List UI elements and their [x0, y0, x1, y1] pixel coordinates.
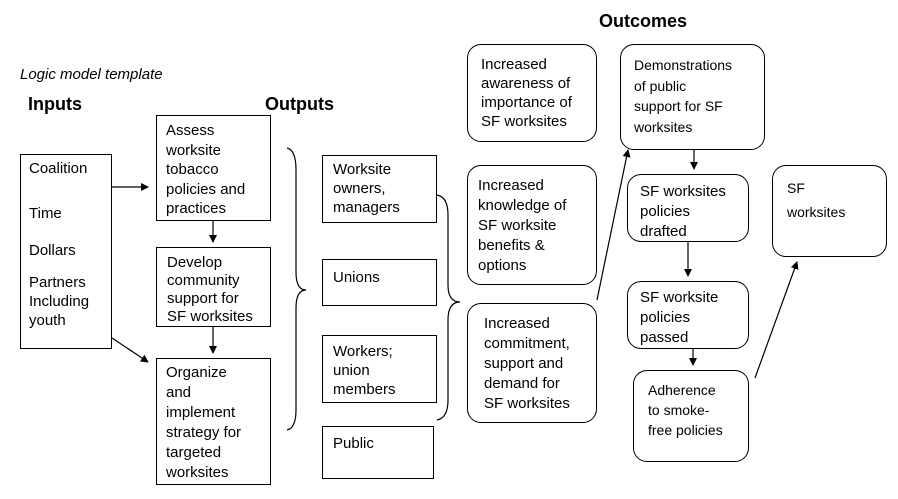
input-partners: Partners Including youth	[29, 274, 90, 329]
outcome-demonstrations-box: Demonstrations of public support for SF …	[620, 44, 765, 150]
audience-public-box: Public	[322, 426, 434, 479]
outputs-heading: Outputs	[265, 94, 334, 114]
audiences-brace	[436, 194, 461, 421]
audience-owners-box: Worksite owners, managers	[322, 155, 437, 223]
outcome-drafted-box: SF worksites policies drafted	[627, 174, 749, 242]
outcome-adherence-text: Adherence to smoke- free policies	[648, 382, 723, 438]
arrow-adherence-to-sf-worksites	[754, 261, 799, 379]
audience-unions-text: Unions	[333, 269, 380, 286]
outcomes-heading: Outcomes	[599, 11, 688, 31]
activities-brace	[286, 147, 307, 431]
outcome-passed-text: SF worksite policies passed	[640, 289, 719, 346]
activity-organize-text: Organize and implement strategy for targ…	[166, 364, 242, 481]
outcome-sf-worksites-text: SF worksites	[787, 180, 846, 220]
arrow-inputs-to-organize	[111, 337, 149, 363]
arrow-commitment-to-demonstrations	[596, 149, 631, 301]
activity-organize-box: Organize and implement strategy for targ…	[156, 358, 271, 485]
outcome-passed-box: SF worksite policies passed	[627, 281, 749, 349]
audience-owners-text: Worksite owners, managers	[333, 161, 400, 216]
audience-unions-box: Unions	[322, 259, 437, 306]
outcome-knowledge-box: Increased knowledge of SF worksite benef…	[467, 165, 597, 285]
activity-develop-text: Develop community support for SF worksit…	[167, 254, 253, 325]
inputs-box: Coalition Time Dollars Partners Includin…	[20, 154, 112, 349]
audience-workers-text: Workers; union members	[333, 343, 396, 398]
outcome-awareness-box: Increased awareness of importance of SF …	[467, 44, 597, 142]
activity-assess-text: Assess worksite tobacco policies and pra…	[166, 122, 246, 217]
outcome-commitment-text: Increased commitment, support and demand…	[484, 315, 570, 412]
outcome-awareness-text: Increased awareness of importance of SF …	[481, 56, 572, 130]
input-coalition: Coalition	[29, 160, 88, 177]
inputs-heading: Inputs	[28, 94, 82, 114]
activity-assess-box: Assess worksite tobacco policies and pra…	[156, 115, 271, 221]
template-title: Logic model template	[20, 66, 163, 83]
outcome-commitment-box: Increased commitment, support and demand…	[467, 303, 597, 423]
audience-workers-box: Workers; union members	[322, 335, 437, 403]
input-time: Time	[29, 205, 62, 222]
input-dollars: Dollars	[29, 242, 76, 259]
outcome-adherence-box: Adherence to smoke- free policies	[633, 370, 749, 462]
activity-develop-box: Develop community support for SF worksit…	[156, 247, 271, 327]
outcome-drafted-text: SF worksites policies drafted	[640, 183, 726, 240]
audience-public-text: Public	[333, 435, 374, 452]
outcome-sf-worksites-box: SF worksites	[772, 165, 887, 257]
outcome-demonstrations-text: Demonstrations of public support for SF …	[634, 57, 733, 135]
outcome-knowledge-text: Increased knowledge of SF worksite benef…	[478, 177, 567, 274]
